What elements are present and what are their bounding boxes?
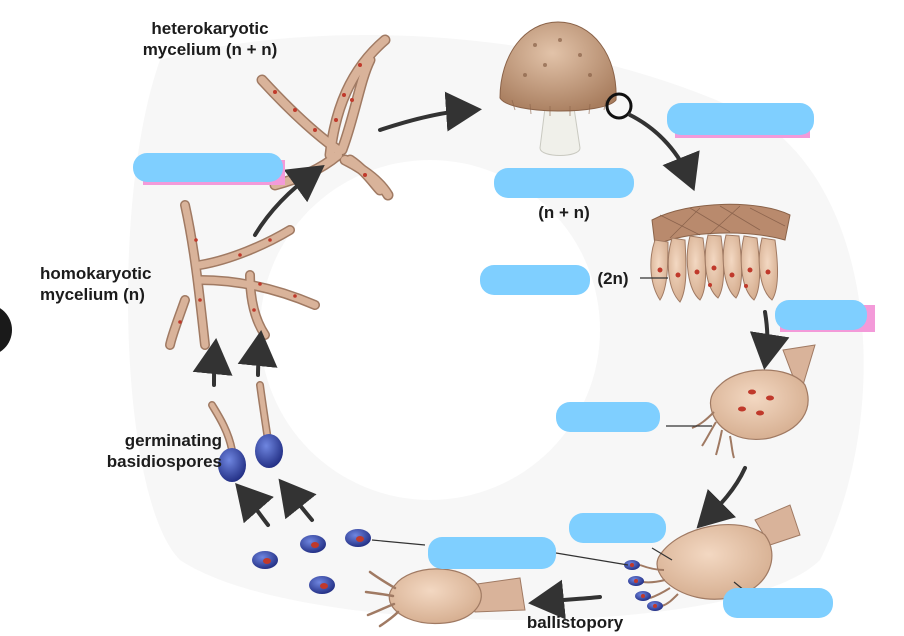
gill-section <box>650 203 791 303</box>
arrow-spores-to-germinating-1 <box>235 482 274 527</box>
blank-label-gills[interactable] <box>667 103 814 135</box>
empty-basidium <box>364 568 526 628</box>
arrow-ballistopory <box>528 579 602 620</box>
blank-label-basidium[interactable] <box>569 513 666 543</box>
label-n-plus-n: (n + n) <box>538 203 590 222</box>
blank-label-basidiospores[interactable] <box>428 537 556 569</box>
blank-label-karyogamy[interactable] <box>775 300 867 330</box>
blank-label-meiosis[interactable] <box>556 402 660 432</box>
label-germinating-basidiospores: germinating basidiospores <box>106 431 222 471</box>
cycle-arrows <box>192 91 790 620</box>
arrow-homokaryotic-to-heterokaryotic <box>253 164 325 237</box>
label-2n: (2n) <box>597 269 629 288</box>
cap-highlight-circle <box>605 92 633 120</box>
label-homokaryotic-mycelium: homokaryotic mycelium (n) <box>40 264 152 304</box>
mushroom-cap <box>499 21 617 112</box>
blank-label-fruiting-body[interactable] <box>494 168 634 198</box>
arrow-mushroom-to-gills <box>628 113 700 192</box>
arrow-basidium-to-spores <box>696 466 747 529</box>
center-void <box>260 160 600 500</box>
mushroom <box>499 21 633 156</box>
arrow-mycelium-to-mushroom <box>378 91 482 132</box>
germinating-basidiospores <box>208 381 283 482</box>
heterokaryotic-mycelium <box>256 34 394 201</box>
released-spores <box>252 529 371 594</box>
mushroom-stem <box>539 107 581 156</box>
label-ballistopory: ballistopory <box>526 613 624 632</box>
arrow-germinating-to-homokaryotic-1 <box>192 338 233 387</box>
arrow-germinating-to-homokaryotic-2 <box>237 330 278 377</box>
blank-label-sterigma[interactable] <box>723 588 833 618</box>
basidium-four-nuclei <box>691 344 816 459</box>
edge-marker-circle <box>0 308 12 352</box>
arrow-gills-to-basidium <box>749 310 790 370</box>
arrow-spores-to-germinating-2 <box>278 478 317 522</box>
basidium-with-spores <box>624 504 801 611</box>
label-heterokaryotic-mycelium: heterokaryotic mycelium (n + n) <box>142 19 278 59</box>
blank-label-plasmogamy[interactable] <box>133 153 283 182</box>
blank-label-zygote[interactable] <box>480 265 590 295</box>
